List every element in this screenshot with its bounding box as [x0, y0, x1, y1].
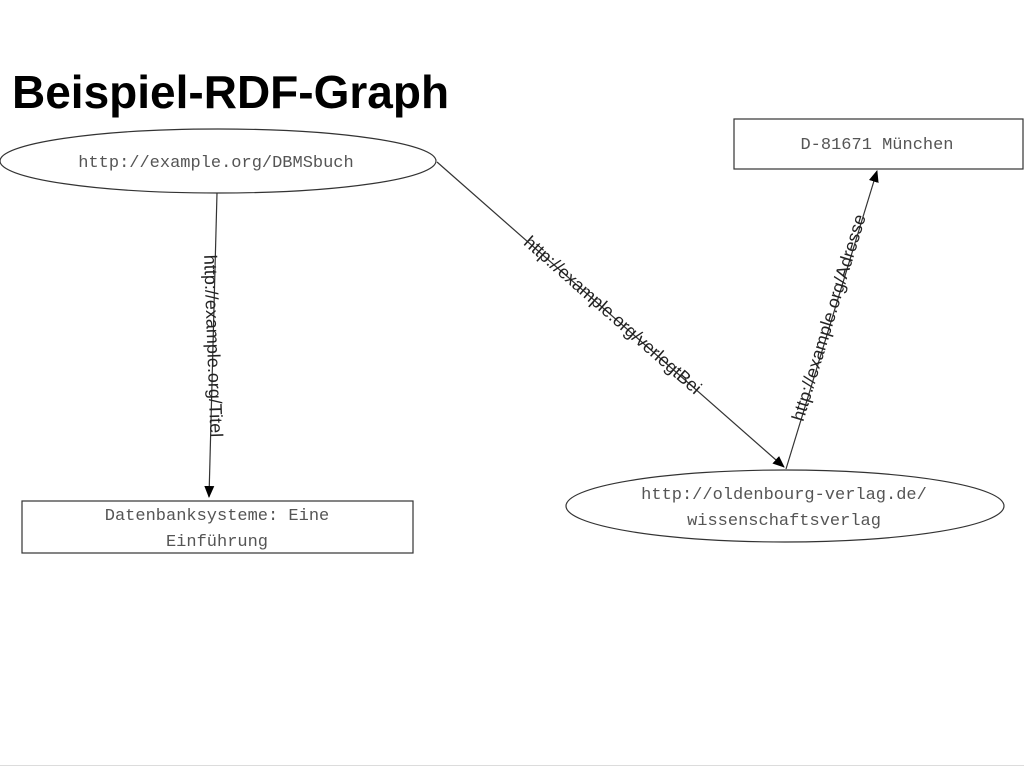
node-verlag-line-1: http://oldenbourg-verlag.de/: [641, 486, 927, 505]
bottom-divider: [0, 765, 1024, 766]
edge-adresse-label: http://example.org/Adresse: [788, 212, 870, 424]
edge-verlegtbei: http://example.org/verlegtBei: [436, 161, 785, 468]
node-verlag-line-2: wissenschaftsverlag: [687, 512, 881, 531]
edge-titel-label: http://example.org/Titel: [200, 254, 226, 437]
node-adresse-value: D-81671 München: [733, 118, 1024, 170]
edge-titel: http://example.org/Titel: [200, 192, 226, 498]
node-verlag-ellipse: [565, 469, 1005, 543]
node-dbmsbuch-label: http://example.org/DBMSbuch: [78, 154, 353, 173]
slide-title: Beispiel-RDF-Graph: [12, 66, 450, 118]
node-adresse-value-label: D-81671 München: [800, 136, 953, 155]
edge-titel-line: [204, 192, 218, 498]
node-titel-value-line-1: Datenbanksysteme: Eine: [105, 507, 329, 526]
edge-verlegtbei-label: http://example.org/verlegtBei: [520, 232, 705, 398]
node-dbmsbuch-ellipse: [0, 128, 437, 194]
node-titel-value: Datenbanksysteme: Eine Einführung: [21, 500, 414, 554]
node-adresse-value-box: [733, 118, 1024, 170]
edge-verlegtbei-line: [436, 161, 785, 468]
node-titel-value-line-2: Einführung: [166, 533, 268, 552]
node-verlag: http://oldenbourg-verlag.de/ wissenschaf…: [565, 469, 1005, 543]
edge-adresse-line: [785, 170, 879, 470]
edge-adresse: http://example.org/Adresse: [785, 170, 879, 470]
node-dbmsbuch: http://example.org/DBMSbuch: [0, 128, 437, 194]
node-titel-value-box: [21, 500, 414, 554]
